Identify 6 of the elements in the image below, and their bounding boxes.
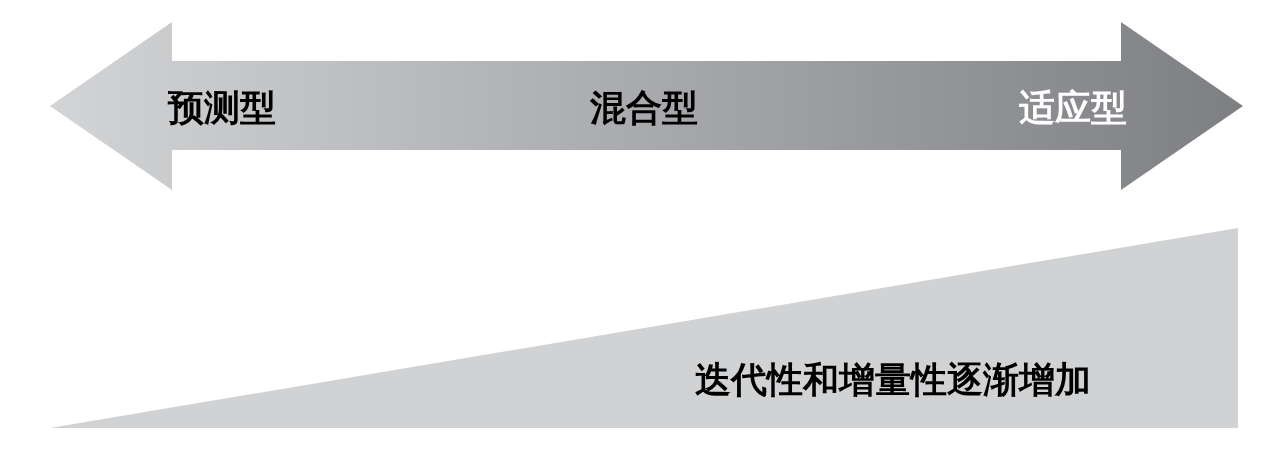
approach-label: 适应型 [1019,87,1127,129]
double-headed-arrow [50,22,1243,190]
approach-label: 预测型 [168,87,276,129]
wedge-shape [50,228,1238,428]
trend-label: 迭代性和增量性逐渐增加 [695,359,1091,401]
approach-label: 混合型 [590,87,698,129]
